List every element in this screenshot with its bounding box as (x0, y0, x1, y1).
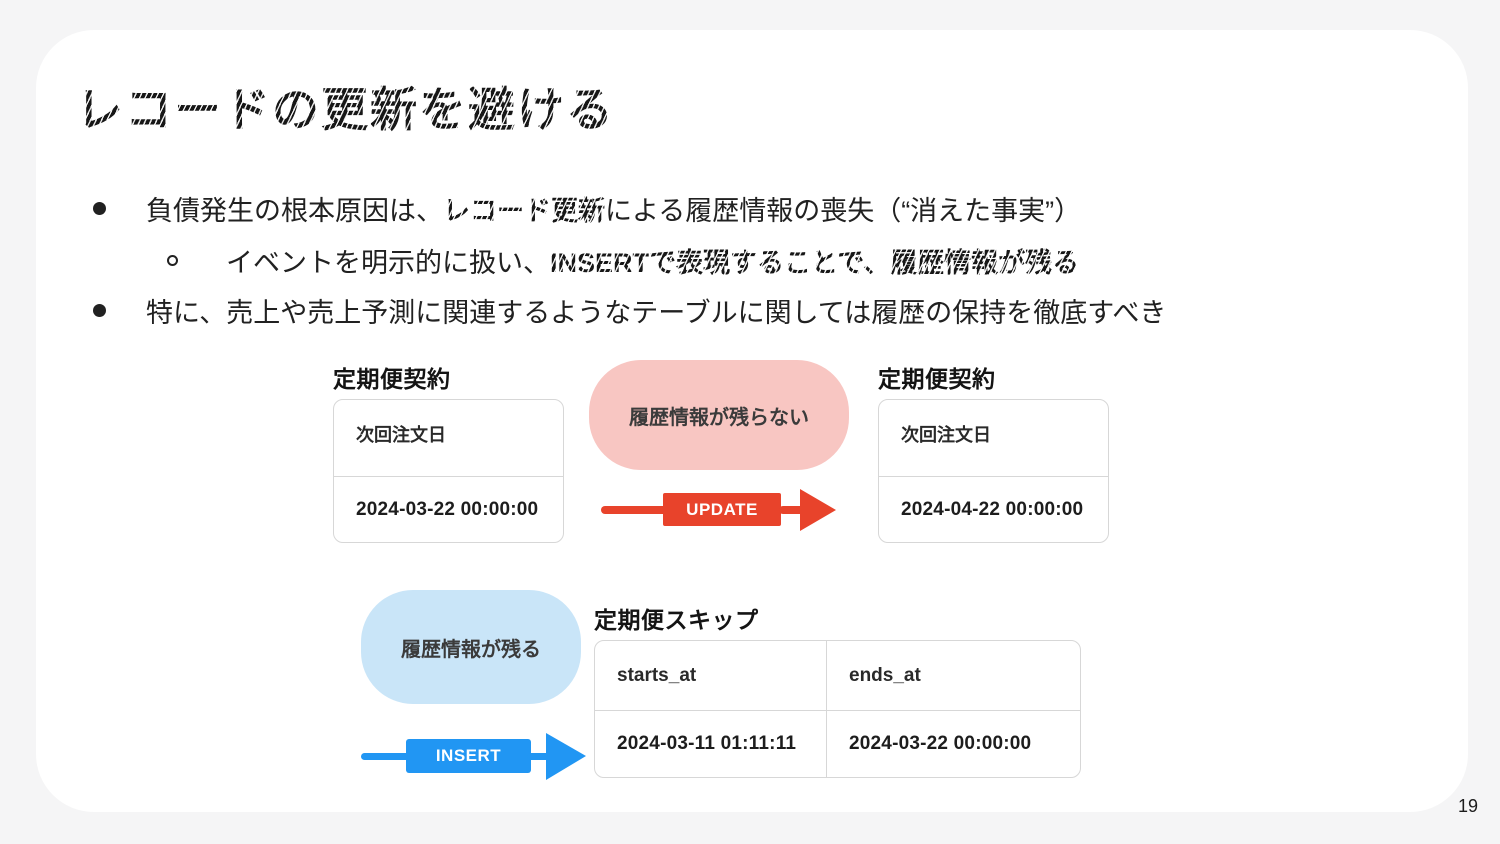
bullet-text-emphasis: レコード更新 (443, 195, 605, 226)
column-header: 次回注文日 (334, 400, 563, 477)
after-table-group: 定期便契約 次回注文日 2024-04-22 00:00:00 (878, 367, 1109, 543)
slide-title: レコードの更新を避ける (76, 83, 615, 136)
table-title: 定期便スキップ (594, 607, 759, 633)
column-header: 次回注文日 (879, 400, 1108, 477)
table-header-row: starts_at ends_at (595, 641, 1080, 711)
skip-table-group: 定期便スキップ starts_at ends_at 2024-03-11 01:… (594, 608, 1081, 778)
arrow-label-box: INSERT (406, 739, 531, 773)
arrow-shaft-line (527, 753, 555, 760)
arrow-tail-line (601, 506, 667, 514)
arrow-head-icon (546, 733, 586, 780)
arrow-label: UPDATE (686, 499, 758, 519)
after-table: 次回注文日 2024-04-22 00:00:00 (878, 399, 1109, 543)
arrow-head-icon (800, 489, 836, 531)
bullet-item-root-cause: 負債発生の根本原因は、レコード更新による履歴情報の喪失（“消えた事実”） (93, 190, 1081, 226)
before-table-group: 定期便契約 次回注文日 2024-03-22 00:00:00 (333, 367, 564, 543)
sub-bullet-item-insert: イベントを明示的に扱い、INSERTで表現することで、履歴情報が残る (167, 242, 1079, 278)
table-title: 定期便契約 (333, 366, 451, 392)
insert-arrow: INSERT (361, 733, 586, 780)
column-header: starts_at (595, 641, 827, 710)
arrow-shaft-line (779, 506, 807, 514)
bullet-dot-icon (93, 201, 106, 215)
cell-value: 2024-03-11 01:11:11 (595, 711, 827, 777)
skip-table: starts_at ends_at 2024-03-11 01:11:11 20… (594, 640, 1081, 778)
arrow-label-box: UPDATE (663, 493, 781, 526)
no-history-bubble: 履歴情報が残らない (589, 360, 849, 470)
page-number: 19 (1458, 796, 1479, 816)
column-header: ends_at (849, 664, 921, 686)
arrow-tail-line (361, 753, 416, 760)
cell-value: 2024-03-22 00:00:00 (849, 733, 1032, 754)
bullet-text-post: による履歴情報の喪失（“消えた事実”） (605, 195, 1082, 226)
no-history-bubble-label: 履歴情報が残らない (629, 406, 809, 429)
table-title: 定期便契約 (878, 366, 996, 392)
slide-canvas: レコードの更新を避ける 負債発生の根本原因は、レコード更新による履歴情報の喪失（… (36, 30, 1468, 812)
cell-value: 2024-04-22 00:00:00 (901, 498, 1084, 520)
history-kept-bubble-label: 履歴情報が残る (401, 638, 541, 661)
bullet-dot-icon (93, 303, 106, 317)
before-table: 次回注文日 2024-03-22 00:00:00 (333, 399, 564, 543)
bullet-item-sales-tables: 特に、売上や売上予測に関連するようなテーブルに関しては履歴の保持を徹底すべき (93, 292, 1166, 328)
sub-bullet-circle-icon (167, 254, 178, 266)
cell-value: 2024-03-22 00:00:00 (356, 498, 539, 520)
update-arrow: UPDATE (601, 489, 836, 531)
sub-bullet-text-emphasis: INSERTで表現することで、履歴情報が残る (550, 247, 1080, 278)
history-kept-bubble: 履歴情報が残る (361, 590, 581, 704)
table-data-row: 2024-03-11 01:11:11 2024-03-22 00:00:00 (595, 711, 1080, 777)
bullet-text: 特に、売上や売上予測に関連するようなテーブルに関しては履歴の保持を徹底すべき (146, 297, 1167, 328)
sub-bullet-text-pre: イベントを明示的に扱い、 (226, 247, 550, 278)
bullet-text-pre: 負債発生の根本原因は、 (146, 195, 443, 226)
arrow-label: INSERT (435, 746, 502, 765)
sub-bullet-text: イベントを明示的に扱い、INSERTで表現することで、履歴情報が残る (226, 241, 1079, 280)
bullet-text: 負債発生の根本原因は、レコード更新による履歴情報の喪失（“消えた事実”） (146, 189, 1081, 228)
